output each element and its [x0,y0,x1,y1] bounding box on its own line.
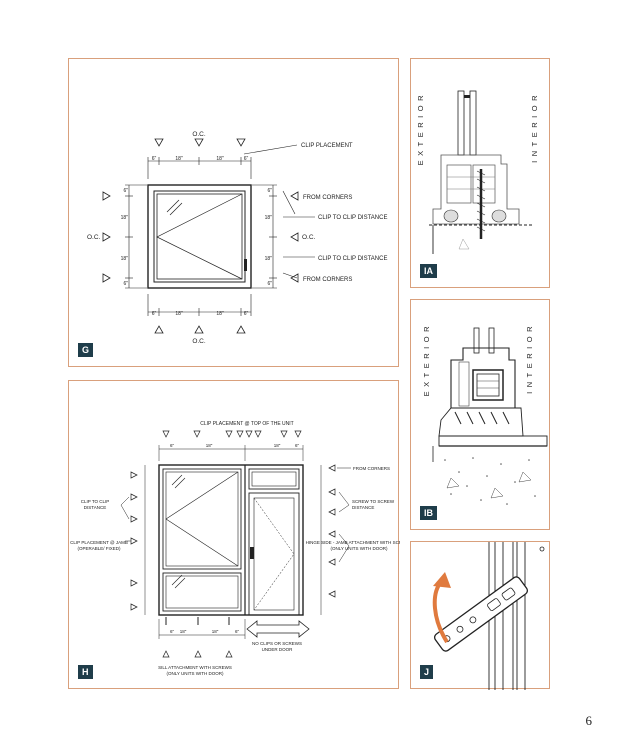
dim-right-4: 6" [267,281,272,287]
h-dim-top-4: 6" [295,443,300,448]
clip-to-clip-bottom-label: CLIP TO CLIP DISTANCE [318,256,387,262]
panel-g: O.C. O.C. O.C. O.C. 6" 18" 18" 6" 6" 18"… [68,58,399,367]
dim-right-1: 6" [267,188,272,194]
oc-right-label: O.C. [302,234,316,241]
dim-left-1: 6" [123,188,128,194]
h-dim-bottom-2: 18" [180,629,187,634]
section-detail-ia [429,90,533,254]
clip-to-clip-top-label: CLIP TO CLIP DISTANCE [318,215,387,221]
clip-placement-window-diagram: O.C. O.C. O.C. O.C. 6" 18" 18" 6" 6" 18"… [87,131,387,345]
oc-bottom-label: O.C. [192,338,206,345]
oc-top-label: O.C. [192,131,206,138]
panel-h-tag: H [78,665,93,679]
clip-rotation-detail [432,542,545,690]
dim-left-4: 6" [123,281,128,287]
dim-top-4: 6" [244,156,249,162]
dim-bottom-4: 6" [244,311,249,317]
dim-top-2: 18" [175,156,183,162]
clip-placement-door-unit-diagram: CLIP PLACEMENT @ TOP OF THE UNIT 6" 18" … [70,421,400,676]
h-hinge-side-label: HINGE SIDE - JAMB ATTACHMENT WITH SCREWS… [306,540,400,551]
dim-left-3: 18" [121,256,129,262]
panel-ia-tag: IA [420,264,437,278]
h-dim-bottom-3: 18" [212,629,219,634]
h-dim-bottom-1: 6" [170,629,175,634]
dim-right-3: 18" [265,256,273,262]
panel-h: CLIP PLACEMENT @ TOP OF THE UNIT 6" 18" … [68,380,400,689]
top-title-label: CLIP PLACEMENT @ TOP OF THE UNIT [200,421,293,427]
panel-g-tag: G [78,343,94,357]
panel-ib-tag: IB [420,506,437,520]
panel-j-tag: J [420,665,434,679]
from-corners-top-label: FROM CORNERS [303,195,352,201]
dim-right-2: 18" [265,215,273,221]
dim-top-1: 6" [152,156,157,162]
section-detail-ib [432,327,548,505]
h-sill-label: SILL ATTACHMENT WITH SCREWS(ONLY UNITS W… [158,665,232,676]
h-dim-top-3: 18" [274,443,281,448]
h-dim-top-2: 18" [206,443,213,448]
oc-left-label: O.C. [87,234,101,241]
dim-bottom-2: 18" [175,311,183,317]
dim-bottom-3: 18" [216,311,224,317]
panel-ib: EXTERIOR INTERIOR IB [410,299,550,530]
h-from-corners-label: FROM CORNERS [353,466,390,471]
from-corners-bottom-label: FROM CORNERS [303,277,352,283]
h-dim-bottom-4: 6" [235,629,240,634]
dim-bottom-1: 6" [152,311,157,317]
page-number: 6 [585,713,593,728]
h-dim-top-1: 6" [170,443,175,448]
dim-left-2: 18" [121,215,129,221]
panel-j: J [410,541,550,690]
h-clip-jamb-label: CLIP PLACEMENT @ JAMB(OPERABLE/ FIXED) [70,540,128,551]
clip-placement-label: CLIP PLACEMENT [301,143,353,149]
dim-top-3: 18" [216,156,224,162]
panel-ia: EXTERIOR INTERIOR IA [410,58,550,288]
